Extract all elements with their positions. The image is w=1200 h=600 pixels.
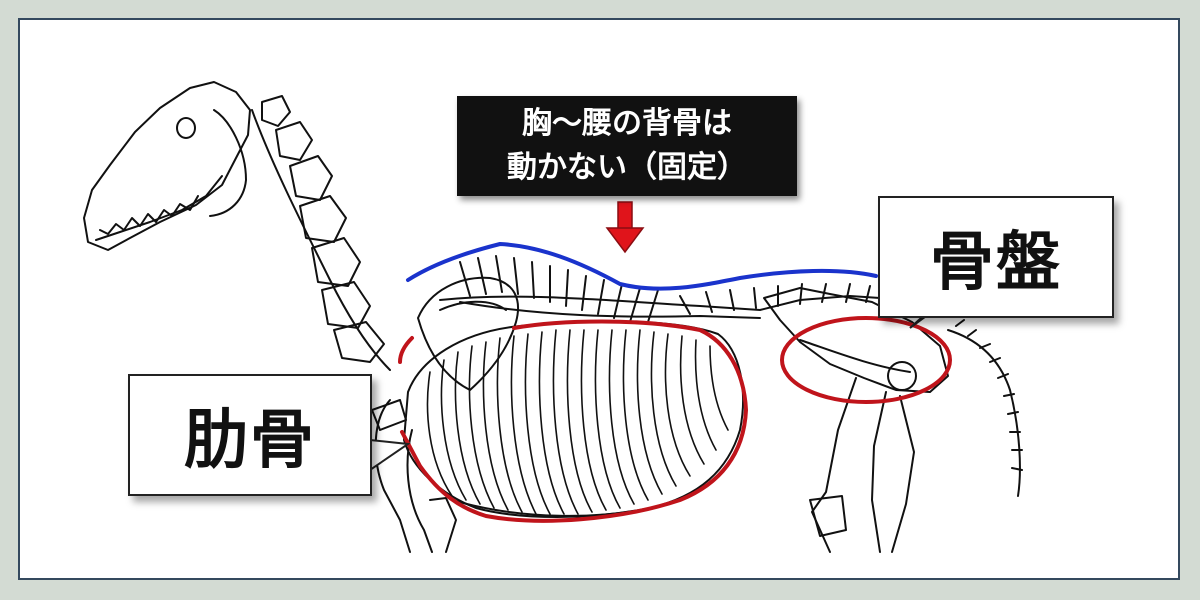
spine-highlight — [406, 241, 878, 291]
down-arrow-icon — [605, 201, 645, 254]
ribcage-highlight — [400, 319, 749, 523]
scapula — [417, 276, 520, 391]
callout-line-1: 胸～腰の背骨は — [522, 106, 732, 141]
pelvis-label: 骨盤 — [878, 196, 1114, 318]
pelvis-bone — [763, 287, 949, 393]
spine-fixed-callout: 胸～腰の背骨は 動かない（固定） — [457, 96, 797, 196]
skull — [83, 81, 251, 251]
ribs-label: 肋骨 — [128, 374, 372, 496]
ribcage — [403, 320, 745, 518]
neck-highlight — [398, 336, 414, 364]
pelvis-highlight — [780, 316, 952, 404]
callout-line-2: 動かない（固定） — [507, 150, 747, 185]
